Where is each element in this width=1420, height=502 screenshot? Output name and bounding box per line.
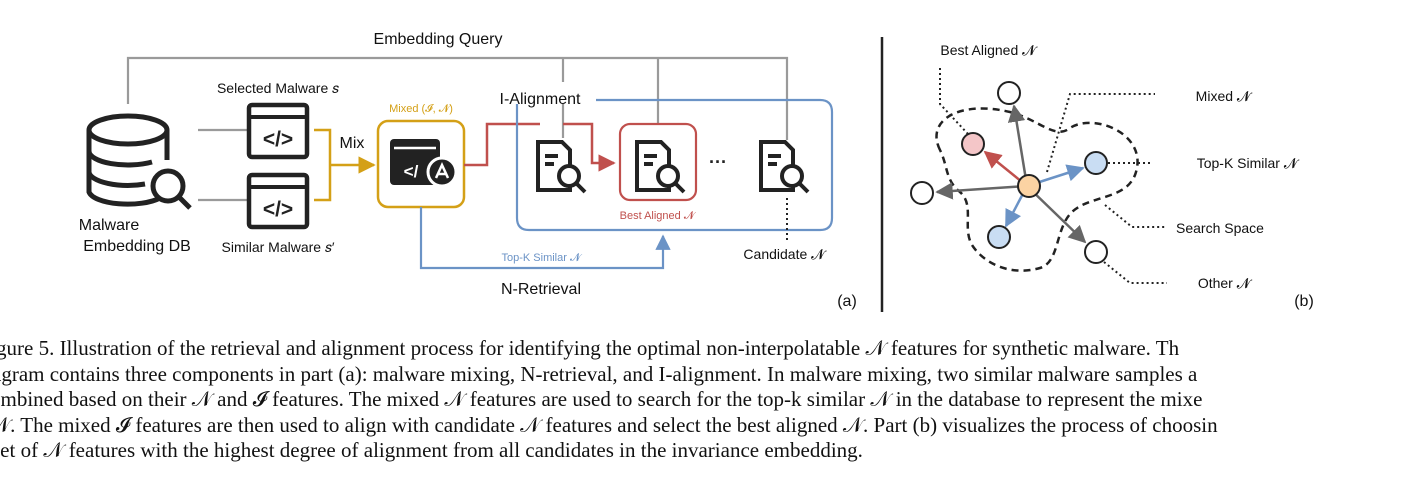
i-alignment-label: I-Alignment — [500, 91, 581, 108]
svg-text:</>: </> — [263, 198, 293, 221]
best-aligned-label-b: Best Aligned 𝓝 — [940, 42, 1038, 58]
similar-malware-label: Similar Malware 𝑠′ — [222, 239, 335, 255]
search-icon — [150, 168, 192, 210]
figure-diagram: Embedding Query Malware Embedding DB </>… — [79, 31, 1314, 312]
caption-line: agram contains three components in part … — [0, 361, 1198, 386]
embedding-query-label: Embedding Query — [374, 31, 503, 48]
database-icon — [86, 113, 170, 207]
red-path — [464, 122, 616, 172]
mixed-label-b: Mixed 𝓝 — [1196, 88, 1253, 104]
panel-b: Best Aligned 𝓝 Mixed 𝓝 Top-K Similar 𝓝 S… — [910, 42, 1314, 310]
db-label-line1: Malware — [79, 217, 140, 234]
i-alignment-box — [515, 98, 834, 232]
panel-a-label: (a) — [837, 293, 857, 310]
mixed-label: Mixed (𝓘, 𝓝) — [389, 103, 453, 115]
document-search-icon — [759, 140, 810, 194]
best-aligned-label: Best Aligned 𝓝 — [620, 210, 697, 222]
mixed-code-icon: </ — [390, 139, 458, 188]
ellipsis: ··· — [709, 152, 727, 172]
top-k-node — [987, 225, 1011, 249]
leader-lines — [939, 68, 1167, 284]
caption-line: gure 5. Illustration of the retrieval an… — [0, 336, 1180, 360]
top-k-label: Top-K Similar 𝓝 — [502, 252, 583, 264]
vector-arrows — [935, 104, 1087, 244]
svg-text:</: </ — [404, 162, 419, 181]
mixed-node — [1017, 174, 1041, 198]
mix-bracket — [314, 128, 376, 202]
document-search-icon — [536, 140, 587, 194]
panel-a: Embedding Query Malware Embedding DB </>… — [79, 31, 857, 310]
figure-caption: gure 5. Illustration of the retrieval an… — [0, 336, 1420, 502]
candidate-label: Candidate 𝓝 — [743, 246, 827, 262]
n-retrieval-path — [419, 207, 671, 270]
document-search-icon — [635, 140, 686, 194]
other-node — [997, 81, 1021, 105]
search-space-label: Search Space — [1176, 220, 1264, 236]
best-aligned-node — [961, 132, 985, 156]
panel-b-label: (b) — [1294, 293, 1314, 310]
top-k-node — [1084, 151, 1108, 175]
top-k-label-b: Top-K Similar 𝓝 — [1197, 155, 1300, 171]
n-retrieval-label: N-Retrieval — [501, 281, 581, 298]
other-label-b: Other 𝓝 — [1198, 275, 1253, 291]
caption-line: set of 𝒩 features with the highest degre… — [0, 438, 863, 462]
svg-text:</>: </> — [263, 128, 293, 151]
caption-line: 𝒩. The mixed 𝓘 features are then used to… — [0, 412, 1218, 437]
caption-line: ombined based on their 𝒩 and 𝓘 features.… — [0, 387, 1203, 411]
other-node — [1084, 240, 1108, 264]
code-window-icon: </> — [246, 172, 310, 230]
mix-label: Mix — [340, 135, 365, 152]
code-window-icon: </> — [246, 102, 310, 160]
selected-malware-label: Selected Malware 𝑠 — [217, 80, 339, 96]
db-label-line2: Embedding DB — [83, 238, 191, 255]
other-node — [910, 181, 934, 205]
